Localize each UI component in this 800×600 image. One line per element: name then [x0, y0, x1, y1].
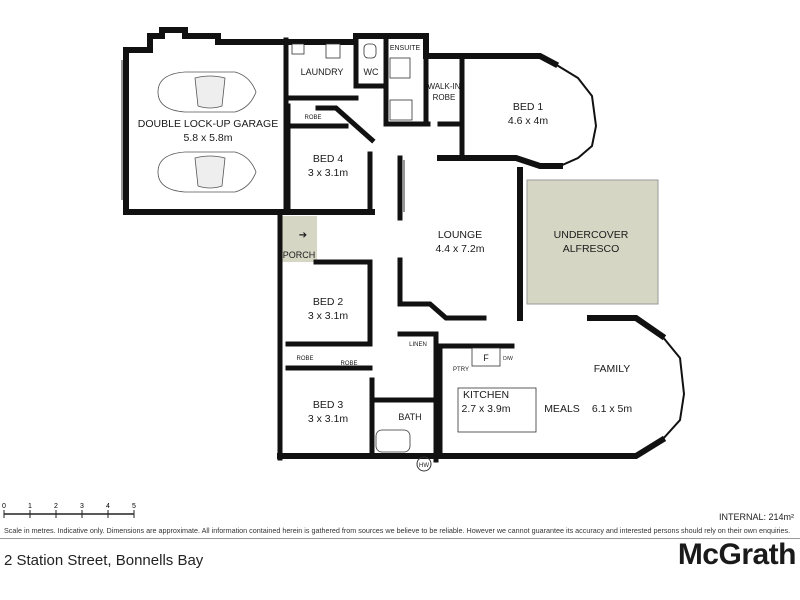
meals-label: MEALS: [544, 403, 580, 415]
lounge-size: 4.4 x 7.2m: [435, 243, 484, 255]
bed2-size: 3 x 3.1m: [308, 310, 349, 322]
family-size: 6.1 x 5m: [592, 403, 633, 415]
scale-tick-label: 3: [80, 503, 84, 510]
bath-label: BATH: [398, 412, 421, 422]
scale-tick-label: 0: [2, 503, 6, 510]
service-walls: [285, 33, 465, 127]
alfresco-label: UNDERCOVER: [554, 229, 629, 241]
alfresco-label-2: ALFRESCO: [563, 243, 620, 255]
dishwasher-label: D/W: [503, 356, 513, 362]
bed2-label: BED 2: [313, 296, 344, 308]
floor-plan: DOUBLE LOCK-UP GARAGE 5.8 x 5.8m LAUNDRY…: [121, 27, 686, 472]
bed4-size: 3 x 3.1m: [308, 167, 349, 179]
scale-tick-label: 5: [132, 503, 136, 510]
bed2-bed3-walls: [277, 259, 443, 459]
family-label: FAMILY: [594, 363, 631, 375]
kitchen-label: KITCHEN: [463, 389, 509, 401]
bed4-walls: [285, 103, 376, 215]
lounge-walls: [397, 155, 523, 321]
bed4-label: BED 4: [313, 153, 344, 165]
porch-arrow-icon: ➔: [299, 230, 307, 241]
bed1-size: 4.6 x 4m: [508, 115, 549, 127]
porch-walls: [277, 209, 373, 461]
bed3-label: BED 3: [313, 399, 344, 411]
bed3-robe-label: ROBE: [340, 361, 357, 367]
garage-label: DOUBLE LOCK-UP GARAGE: [138, 118, 278, 130]
agency-logo: McGrath: [677, 538, 797, 571]
linen-label: LINEN: [409, 342, 427, 348]
bed1-walls: [437, 53, 598, 169]
walkin-robe-label: WALK-IN: [427, 82, 460, 91]
disclaimer-text: Scale in metres. Indicative only. Dimens…: [4, 526, 791, 535]
kitchen-size: 2.7 x 3.9m: [461, 403, 510, 415]
pantry-label: PTRY: [453, 367, 469, 373]
scale-tick-label: 2: [54, 503, 58, 510]
bed3-size: 3 x 3.1m: [308, 413, 349, 425]
alfresco-area: [526, 179, 659, 305]
porch-label: PORCH: [283, 250, 316, 260]
laundry-label: LAUNDRY: [301, 67, 344, 77]
fridge-label: F: [483, 353, 489, 363]
garage-size: 5.8 x 5.8m: [183, 132, 232, 144]
walkin-robe-label-2: ROBE: [433, 93, 456, 102]
footer-divider: [0, 538, 800, 539]
scale-tick-label: 1: [28, 503, 32, 510]
car-icon: [157, 71, 257, 193]
bed4-robe-label: ROBE: [304, 115, 321, 121]
ensuite-label: ENSUITE: [390, 45, 421, 52]
kitchen-family-walls: [397, 315, 686, 472]
bed1-label: BED 1: [513, 101, 544, 113]
property-address: 2 Station Street, Bonnells Bay: [4, 552, 204, 569]
scale-bar: 0 1 2 3 4 5: [2, 503, 136, 518]
internal-area: INTERNAL: 214m²: [718, 512, 794, 522]
scale-tick-label: 4: [106, 503, 110, 510]
wc-label: WC: [364, 67, 379, 77]
bed2-robe-label: ROBE: [296, 356, 313, 362]
hot-water-label: HW: [419, 463, 429, 469]
lounge-label: LOUNGE: [438, 229, 482, 241]
porch-area: [281, 216, 317, 262]
